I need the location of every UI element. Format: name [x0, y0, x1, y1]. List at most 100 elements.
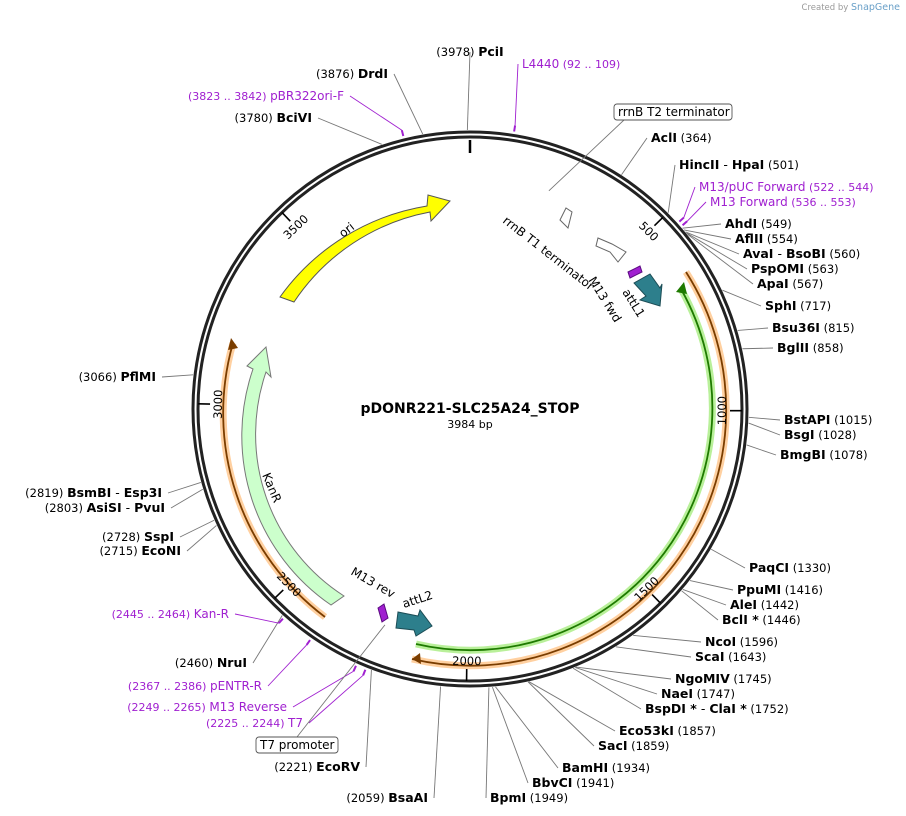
site-position: (554) — [763, 232, 798, 246]
site-separator: - — [773, 246, 785, 261]
site-label: AflII (554) — [735, 231, 798, 246]
rrnb-t1-label: rrnB T1 terminator — [500, 213, 597, 293]
site-label: BsgI (1028) — [784, 427, 856, 442]
site-name: BciVI — [276, 110, 312, 125]
primer-name: M13 Reverse — [209, 700, 287, 714]
site-separator: - — [111, 485, 123, 500]
site-name: SacI — [598, 738, 628, 753]
site-name: NaeI — [661, 686, 693, 701]
primer-name: T7 — [287, 716, 303, 730]
site-position: (2728) — [102, 530, 144, 544]
site-position: (1857) — [674, 724, 716, 738]
primer-label: (2225 .. 2244) T7 — [206, 716, 303, 730]
leader-line — [466, 51, 471, 131]
feature-box — [255, 736, 339, 754]
leader-line — [495, 686, 559, 769]
site-label: (2728) SspI — [102, 529, 174, 544]
site-position: (567) — [789, 277, 824, 291]
site-name: BsmBI — [67, 485, 111, 500]
leader-line — [667, 164, 676, 213]
leader-line — [685, 231, 740, 255]
site-position: (501) — [764, 158, 799, 172]
site-name: BmgBI — [780, 447, 826, 462]
site-label: (2059) BsaAI — [346, 790, 428, 805]
site-label: (3780) BciVI — [235, 110, 312, 125]
primer-binding-mark — [400, 129, 405, 137]
site-label: SphI (717) — [765, 298, 831, 313]
primer-label: (2445 .. 2464) Kan-R — [112, 607, 229, 621]
site-name: ApaI — [757, 276, 789, 291]
leader-line — [682, 223, 722, 229]
site-name: BclI * — [722, 612, 759, 627]
leader-line — [748, 422, 781, 436]
site-label: (2819) BsmBI - Esp3I — [25, 485, 162, 500]
primer-name: L4440 — [522, 57, 559, 71]
feature-box-label: T7 promoter — [259, 738, 335, 752]
leader-line — [433, 686, 442, 799]
site-name: BbvCI — [532, 775, 572, 790]
leader-line — [167, 482, 201, 494]
site-label: PpuMI (1416) — [737, 582, 823, 597]
site-name: EcoNI — [141, 543, 181, 558]
primer-leader — [349, 95, 403, 131]
tick-2500 — [274, 589, 284, 599]
site-name: HincII — [679, 157, 719, 172]
site-position: (1752) — [747, 702, 789, 716]
tick-3500 — [281, 211, 291, 222]
primer-leader — [234, 613, 279, 624]
site-name: AvaI — [743, 246, 773, 261]
site-position: (2460) — [175, 656, 217, 670]
orf-arc-green — [415, 288, 714, 652]
primer-binding-mark — [305, 639, 311, 646]
leader-line — [681, 590, 719, 621]
primer-label: (2367 .. 2386) pENTR-R — [128, 679, 262, 693]
orf-arc-orange-halo — [411, 270, 730, 670]
site-position: (1596) — [736, 635, 778, 649]
site-name: AsiSI — [87, 500, 122, 515]
site-label: NgoMIV (1745) — [675, 671, 772, 686]
kanr-arrow — [241, 345, 345, 606]
site-label: SacI (1859) — [598, 738, 669, 753]
primer-leader — [683, 186, 696, 218]
leader-line — [687, 233, 754, 285]
site-position: (2803) — [45, 501, 87, 515]
site-position: (549) — [757, 217, 792, 231]
primer-binding-mark — [362, 669, 367, 676]
site-name-2: HpaI — [732, 157, 765, 172]
site-position: (1446) — [759, 613, 801, 627]
site-position: (1747) — [693, 687, 735, 701]
primer-range: (2367 .. 2386) — [128, 680, 210, 693]
primer-binding-mark — [513, 125, 517, 132]
site-name: PspOMI — [751, 261, 804, 276]
site-label: (2221) EcoRV — [274, 759, 360, 774]
primer-label: L4440 (92 .. 109) — [522, 57, 620, 71]
site-position: (1015) — [830, 413, 872, 427]
site-position: (3876) — [316, 67, 358, 81]
site-position: (858) — [809, 341, 844, 355]
leader-line — [575, 667, 658, 695]
plasmid-length: 3984 bp — [447, 418, 492, 431]
rrnb-t1-arrow — [595, 237, 627, 263]
leader-line — [528, 681, 616, 732]
site-position: (1078) — [826, 448, 868, 462]
snapgene-credit: Created by SnapGene — [802, 2, 900, 13]
leader-line — [746, 444, 777, 456]
attl2-label: attL2 — [401, 588, 435, 611]
site-label: ScaI (1643) — [695, 649, 766, 664]
site-label: (3876) DrdI — [316, 66, 388, 81]
site-name: PaqCI — [749, 560, 789, 575]
orf-arc-green-head — [676, 282, 687, 294]
leader-line — [252, 615, 283, 664]
site-label: AvaI - BsoBI (560) — [743, 246, 860, 261]
site-name: BspDI * — [645, 701, 697, 716]
primer-leader — [308, 675, 364, 724]
orf-arc-orange — [411, 271, 728, 667]
site-position: (3066) — [79, 370, 121, 384]
site-label: BmgBI (1078) — [780, 447, 868, 462]
site-name: DrdI — [358, 66, 388, 81]
site-separator: - — [697, 701, 709, 716]
site-label: (2803) AsiSI - PvuI — [45, 500, 165, 515]
site-position: (717) — [797, 299, 832, 313]
